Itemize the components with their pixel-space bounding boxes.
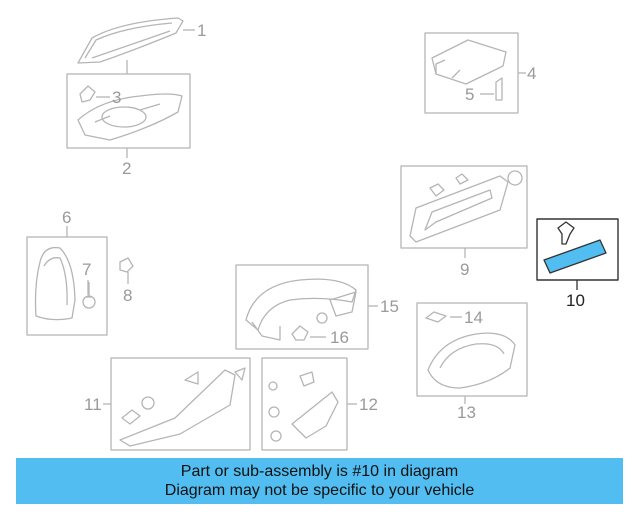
- callout-6: 6: [62, 208, 72, 227]
- callout-1: 1: [197, 21, 207, 40]
- part-11-group[interactable]: [103, 357, 251, 451]
- part-10-group[interactable]: [536, 218, 619, 290]
- callout-16: 16: [330, 328, 349, 347]
- part-9-group[interactable]: [400, 165, 528, 258]
- part-2-group[interactable]: [66, 73, 191, 158]
- part-16-clip[interactable]: [291, 312, 328, 341]
- info-banner: Part or sub-assembly is #10 in diagram D…: [16, 458, 623, 504]
- part-5-clip[interactable]: [480, 77, 503, 101]
- callout-4: 4: [527, 64, 537, 83]
- callout-8: 8: [123, 286, 133, 305]
- part-3-clip[interactable]: [79, 85, 110, 103]
- part-8-clip[interactable]: [119, 257, 134, 284]
- callout-5: 5: [465, 85, 475, 104]
- callout-9: 9: [460, 260, 470, 279]
- callout-13: 13: [457, 403, 476, 422]
- part-14-group[interactable]: [416, 302, 528, 404]
- callout-14: 14: [464, 308, 483, 327]
- callout-2: 2: [122, 159, 132, 178]
- callout-12: 12: [359, 395, 378, 414]
- part-12-group[interactable]: [261, 357, 357, 451]
- banner-line-1: Part or sub-assembly is #10 in diagram: [180, 463, 459, 480]
- part-15-group[interactable]: [235, 264, 378, 350]
- part-4-group[interactable]: [424, 32, 526, 114]
- banner-line-2: Diagram may not be specific to your vehi…: [164, 482, 475, 499]
- callout-10: 10: [566, 291, 585, 310]
- part-6-group[interactable]: [26, 226, 108, 336]
- callout-7: 7: [82, 260, 92, 279]
- callout-11: 11: [84, 395, 102, 414]
- callout-3: 3: [112, 88, 122, 107]
- callout-15: 15: [380, 297, 399, 316]
- part-1-grille[interactable]: [77, 17, 195, 64]
